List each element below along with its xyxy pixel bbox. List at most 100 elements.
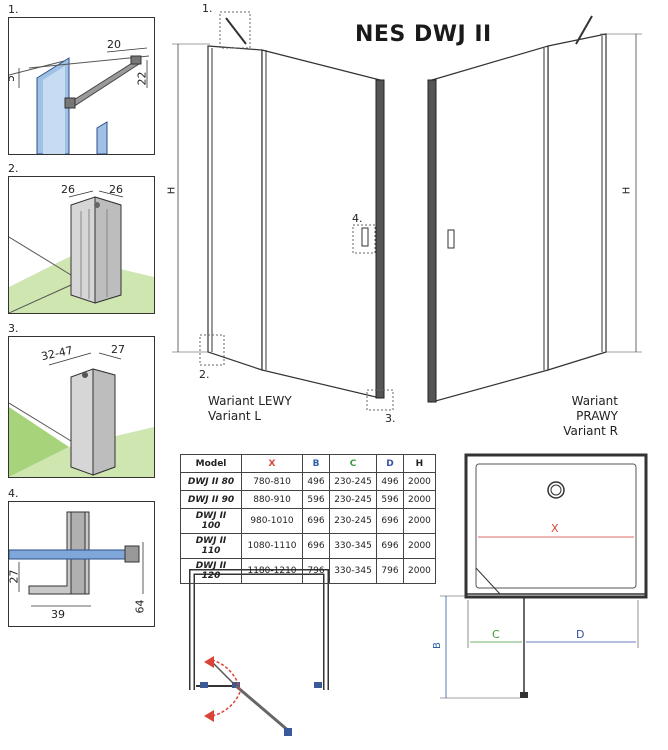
- h-label-right: H: [621, 186, 633, 195]
- hinge-block-right: [314, 682, 322, 688]
- hinge-block-left: [200, 682, 208, 688]
- wall-line: [9, 236, 72, 276]
- profile-side: [94, 196, 122, 304]
- dim-20-label: 20: [107, 38, 121, 51]
- cell-c: 230-245: [329, 508, 377, 534]
- door-right: [431, 45, 549, 403]
- callout-box-4: [352, 224, 376, 254]
- cell-h: 2000: [403, 508, 436, 534]
- screw-icon: [94, 202, 100, 208]
- cell-b: 696: [302, 533, 330, 559]
- variant-right-line-1: Wariant PRAWY: [571, 394, 618, 423]
- door-swing-out: [235, 684, 291, 734]
- table-header-row: Model X B C D H: [180, 454, 436, 473]
- cell-model: DWJ II 100: [180, 508, 242, 534]
- cell-h: 2000: [403, 490, 436, 509]
- plan-d-label: D: [576, 628, 585, 641]
- plan-b-label: B: [431, 642, 443, 649]
- swing-arc-in: [211, 659, 241, 691]
- cell-x: 1080-1110: [241, 533, 303, 559]
- bar-clamp: [64, 97, 76, 109]
- callout-box-2: [199, 334, 225, 366]
- handle-left: [361, 227, 369, 247]
- screw-icon: [82, 372, 88, 378]
- detail-2-drawing: [9, 190, 154, 313]
- detail-2-panel: 26 26: [8, 176, 155, 314]
- handle-right: [447, 229, 455, 249]
- cell-c: 330-345: [329, 533, 377, 559]
- fixed-panel-right: [547, 33, 607, 371]
- cell-h: 2000: [403, 533, 436, 559]
- col-x: X: [241, 454, 303, 473]
- detail-3-number: 3.: [8, 322, 19, 335]
- table-row: DWJ II 80 780-810 496 230-245 496 2000: [180, 472, 436, 491]
- cell-h: 2000: [403, 472, 436, 491]
- cell-model: DWJ II 90: [180, 490, 242, 509]
- dim-line-27: [98, 352, 122, 360]
- dim-26a-label: 26: [61, 183, 75, 196]
- cell-x: 980-1010: [241, 508, 303, 534]
- dim-line-32-47: [48, 352, 92, 366]
- variant-right-caption: Wariant PRAWY Variant R: [528, 394, 618, 439]
- plan-x-label: X: [551, 522, 559, 535]
- callout-label-4: 4.: [352, 212, 363, 225]
- detail-4-panel: 27 39 64: [8, 501, 155, 627]
- col-d: D: [376, 454, 404, 473]
- callout-box-3: [366, 389, 394, 411]
- wall-bracket: [130, 55, 142, 65]
- col-c: C: [329, 454, 377, 473]
- dim-27-label: 27: [111, 343, 125, 356]
- swing-arc-out: [211, 691, 241, 717]
- variant-left-line-1: Wariant LEWY: [208, 394, 292, 408]
- knob: [124, 545, 140, 563]
- cell-c: 330-345: [329, 558, 377, 584]
- wall-line: [9, 402, 72, 442]
- cell-c: 230-245: [329, 472, 377, 491]
- table-row: DWJ II 110 1080-1110 696 330-345 696 200…: [180, 533, 436, 559]
- cell-c: 230-245: [329, 490, 377, 509]
- left-variant-drawing: [172, 11, 394, 411]
- drain-inner-icon: [550, 484, 562, 496]
- dim-64-label: 64: [133, 599, 147, 614]
- door-edge-left: [375, 79, 385, 399]
- cell-model: DWJ II 120: [180, 558, 242, 584]
- wall-floor-line: [9, 284, 72, 313]
- arrow-in-icon: [204, 656, 214, 668]
- detail-2-number: 2.: [8, 162, 19, 175]
- wall-top-line: [28, 55, 150, 69]
- plan-view: [440, 453, 648, 699]
- cell-d: 696: [376, 533, 404, 559]
- cell-d: 796: [376, 558, 404, 584]
- stabiliser-bar: [68, 59, 140, 108]
- dim-line-26a: [68, 190, 94, 198]
- door-knob-plan: [284, 728, 292, 736]
- dim-line-20: [106, 47, 148, 53]
- cell-d: 596: [376, 490, 404, 509]
- dim-5-label: 5: [9, 75, 17, 82]
- cell-d: 496: [376, 472, 404, 491]
- arrow-out-icon: [204, 710, 214, 722]
- h-label-left: H: [166, 186, 178, 195]
- door-end-cap: [520, 692, 528, 698]
- cell-b: 496: [302, 472, 330, 491]
- dim-39-label: 39: [51, 608, 65, 621]
- table-row: DWJ II 90 880-910 596 230-245 596 2000: [180, 490, 436, 509]
- cell-d: 696: [376, 508, 404, 534]
- door-swing-in: [209, 659, 237, 687]
- cell-model: DWJ II 80: [180, 472, 242, 491]
- col-h: H: [403, 454, 436, 473]
- detail-1-panel: 20 5 22: [8, 17, 155, 155]
- dim-line-26b: [98, 190, 124, 198]
- table-row: DWJ II 120 1180-1210 796 330-345 796 200…: [180, 558, 436, 584]
- dimension-table: Model X B C D H DWJ II 80 780-810 496 23…: [180, 454, 436, 584]
- drain-icon: [547, 481, 565, 499]
- cell-b: 796: [302, 558, 330, 584]
- detail-3-panel: 32-47 27: [8, 336, 155, 478]
- enclosure-walls: [189, 569, 329, 690]
- glass-highlight: [43, 66, 65, 154]
- variant-left-caption: Wariant LEWY Variant L: [208, 394, 292, 424]
- cell-h: 2000: [403, 558, 436, 584]
- glass-pane: [9, 549, 128, 560]
- col-model: Model: [180, 454, 242, 473]
- stabiliser-plan: [475, 567, 501, 595]
